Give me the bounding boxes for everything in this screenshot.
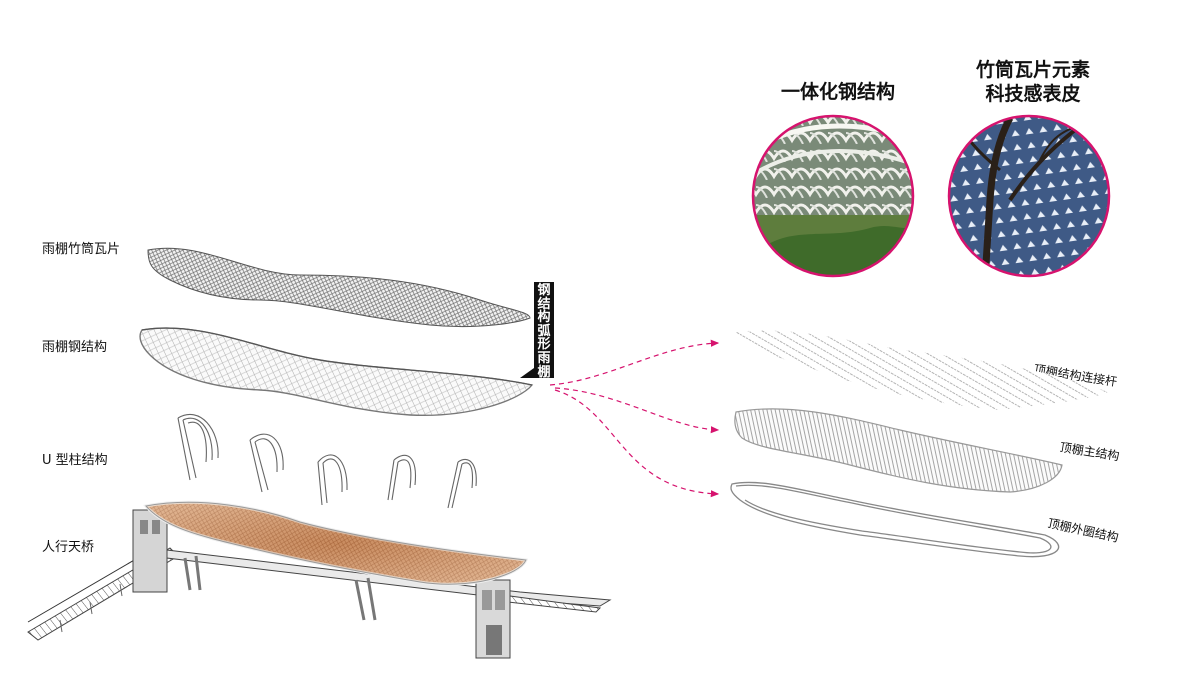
roof-main-structure — [734, 408, 1063, 493]
arrow-to-outer — [554, 389, 720, 498]
canopy-tile-layer — [147, 247, 531, 328]
explode-arrows — [549, 339, 720, 498]
roof-outer-ring — [730, 481, 1060, 558]
arrow-to-main — [554, 387, 720, 434]
u-column-5 — [447, 458, 477, 509]
photo-integrated-steel — [751, 114, 915, 278]
label-canopy-bamboo-tiles: 雨棚竹筒瓦片 — [42, 242, 121, 257]
u-column-group — [177, 413, 477, 509]
heading-bamboo-tile-element: 竹筒瓦片元素 — [975, 59, 1090, 81]
u-column-3 — [317, 454, 348, 506]
photo-tech-skin — [947, 114, 1111, 278]
canopy-steel-layer — [139, 327, 534, 417]
heading-tech-skin: 科技感表皮 — [985, 83, 1081, 105]
roof-connector-rods — [736, 330, 1108, 410]
heading-integrated-steel: 一体化钢结构 — [780, 81, 895, 103]
u-column-1 — [177, 413, 219, 481]
vertical-label-notch — [520, 368, 534, 378]
arrow-to-connector — [549, 339, 720, 386]
pedestrian-bridge — [27, 500, 612, 659]
label-canopy-steel-structure: 雨棚钢结构 — [42, 340, 108, 355]
u-column-2 — [249, 433, 284, 493]
u-column-4 — [387, 454, 417, 501]
label-u-column-structure: U 型柱结构 — [42, 453, 108, 468]
vertical-label-steel-arc-canopy: 钢结构弧形雨棚 — [534, 282, 554, 379]
label-pedestrian-bridge: 人行天桥 — [42, 540, 95, 555]
